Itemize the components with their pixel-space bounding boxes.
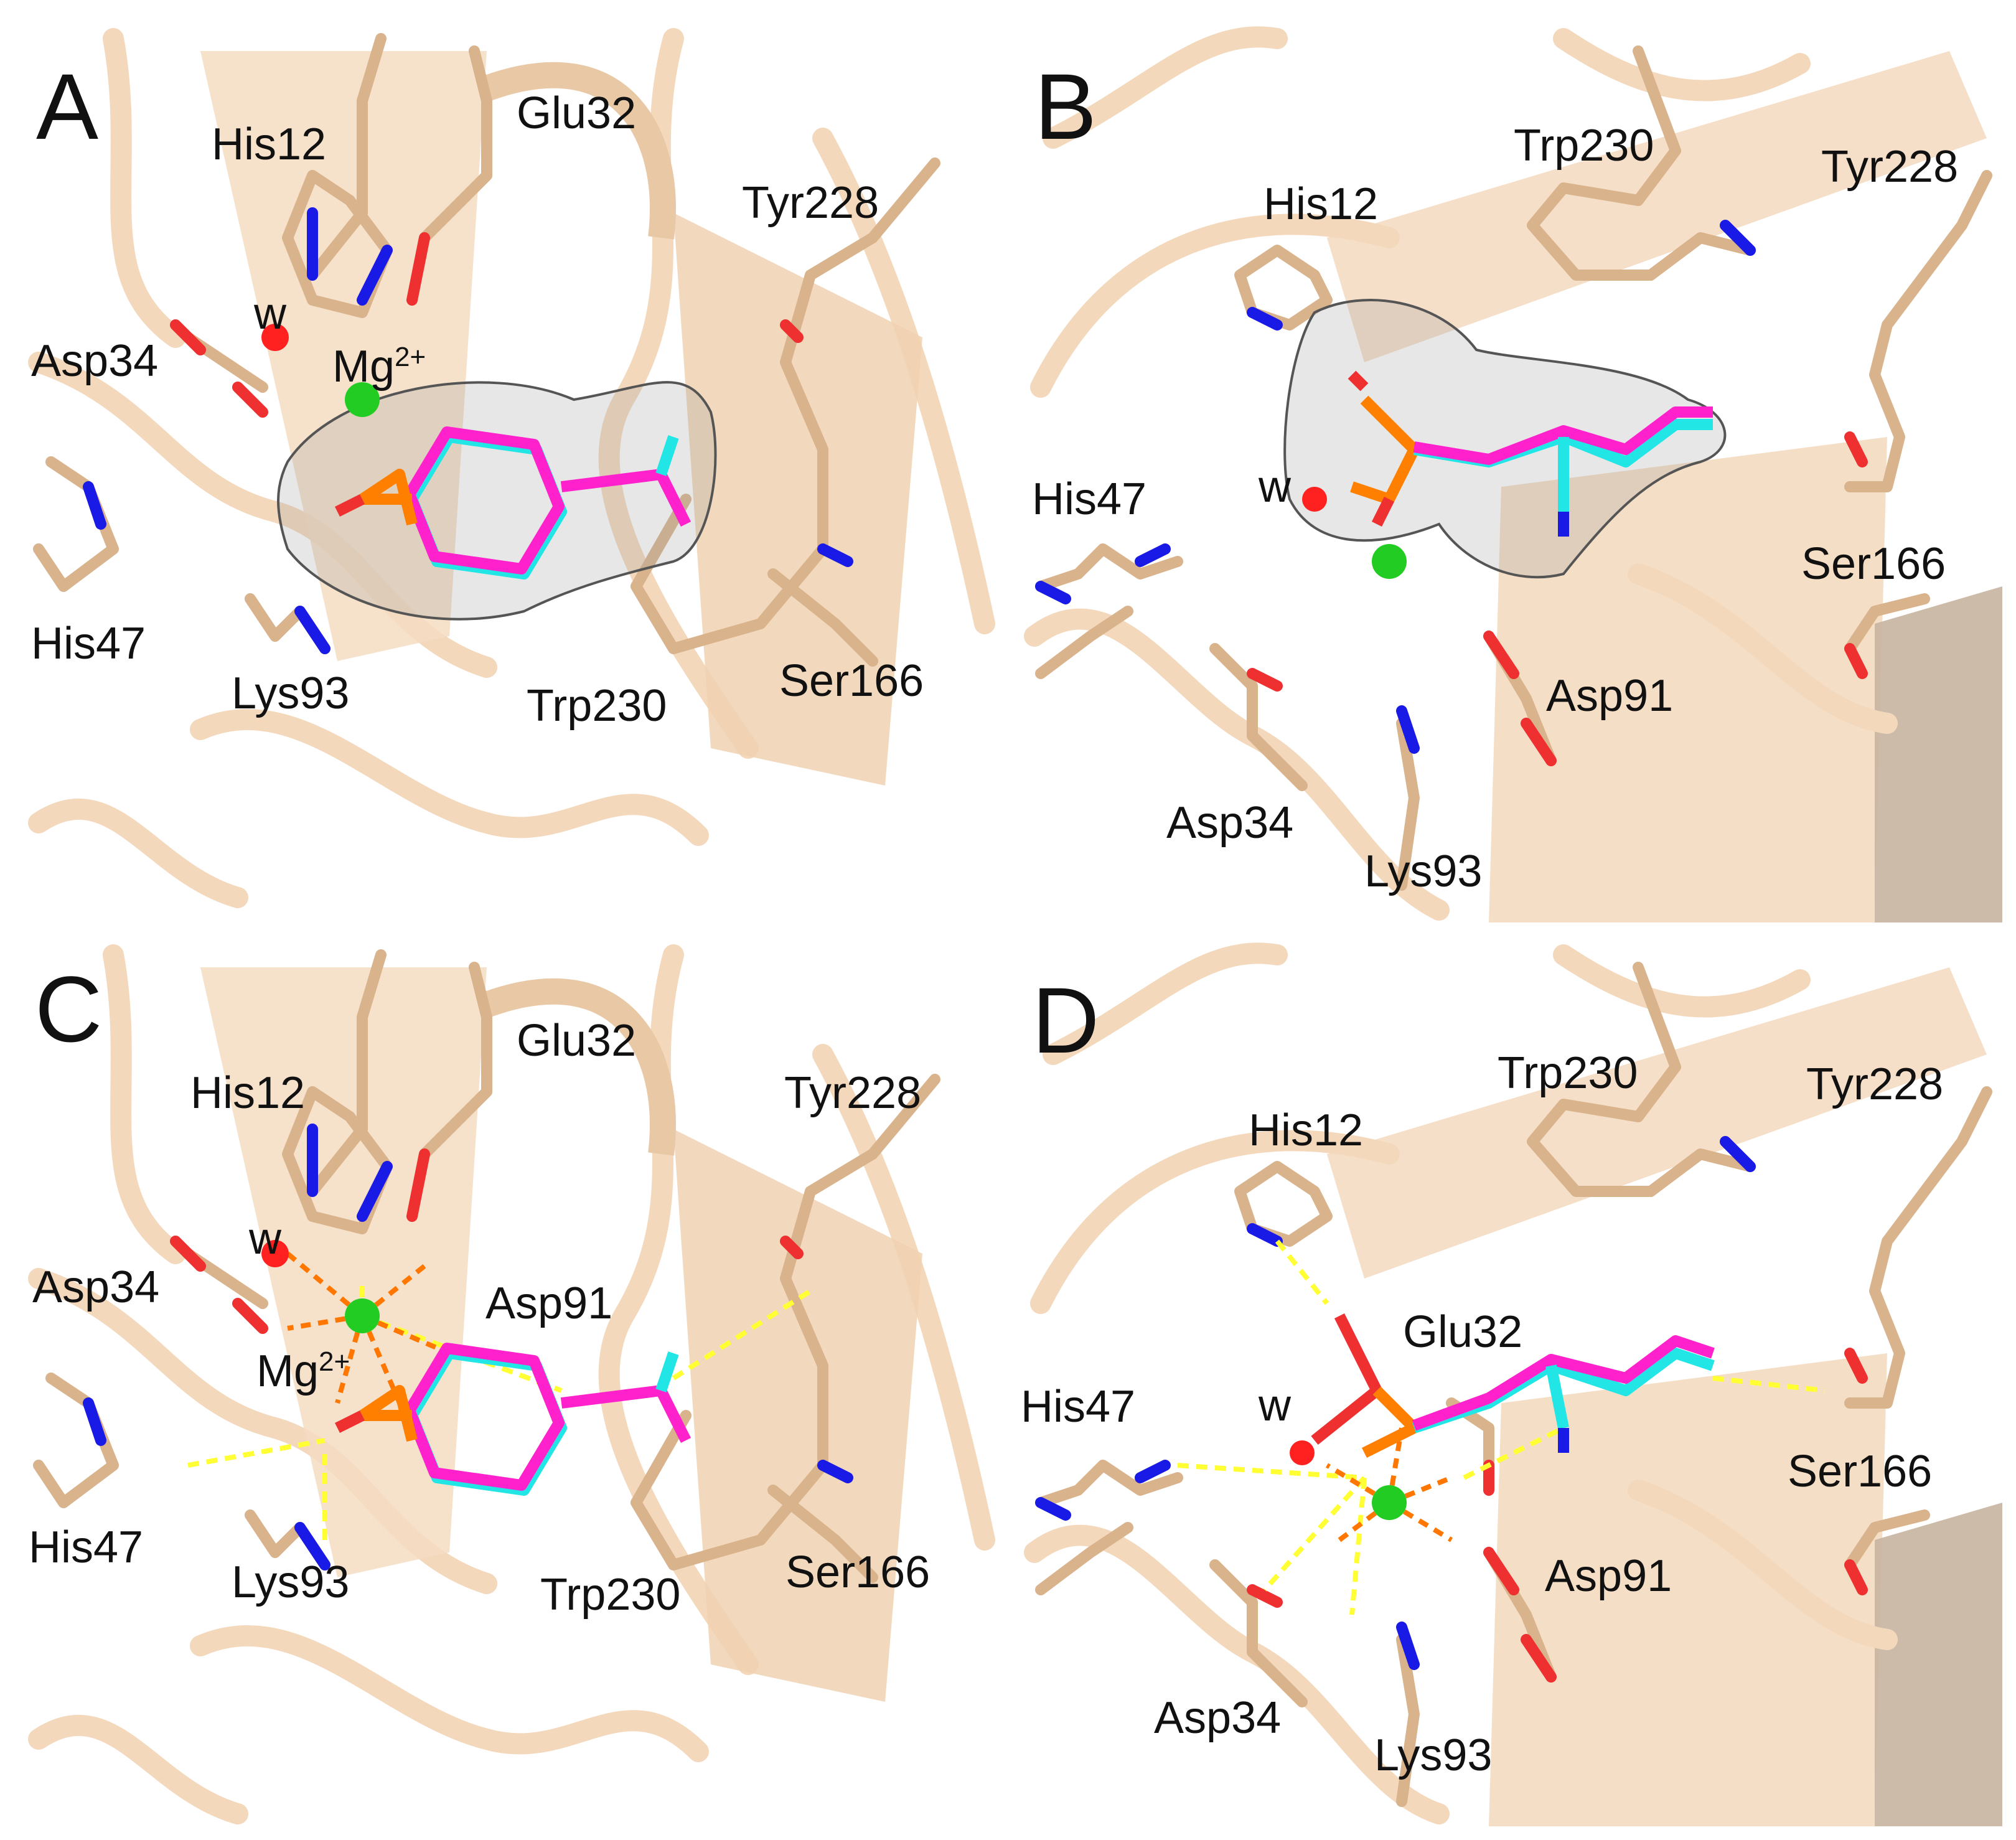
label-asp34: Asp34: [1166, 798, 1294, 848]
beta-sheet-d3: [1875, 1503, 2002, 1826]
ligand-a: [334, 426, 692, 580]
label-glu32: Glu32: [517, 1016, 637, 1066]
heteroatoms-b: [1035, 220, 1868, 766]
protein-structure-d: [1024, 942, 2002, 1826]
hbonds-d: [1177, 1239, 1826, 1615]
label-lys93: Lys93: [1364, 847, 1483, 896]
label-lys93: Lys93: [232, 1557, 350, 1607]
beta-sheet-d1: [1327, 967, 1987, 1279]
panel-b: B Trp230 Tyr228 His12 His47 w Ser166 Asp…: [1016, 14, 2002, 922]
label-mg: Mg2+: [332, 342, 426, 392]
mg-symbol: Mg: [332, 342, 395, 392]
water-a: [261, 324, 289, 351]
panel-letter-c: C: [35, 957, 103, 1061]
label-tyr228: Tyr228: [742, 178, 879, 228]
label-asp91: Asp91: [485, 1279, 613, 1328]
panel-letter-a: A: [36, 54, 99, 159]
label-his47: His47: [1032, 474, 1147, 524]
heteroatoms-d: [1035, 1136, 1868, 1683]
label-his47: His47: [1021, 1382, 1136, 1432]
density-mesh-a: [277, 381, 717, 621]
label-trp230: Trp230: [540, 1570, 681, 1620]
panel-c: C Glu32 His12 Tyr228 w Asp34 Asp91 Mg2+ …: [14, 930, 997, 1826]
beta-sheet-c: [200, 967, 487, 1577]
ligand-d: [1311, 1313, 1715, 1458]
label-his12: His12: [1249, 1105, 1364, 1155]
heteroatoms-a: [83, 207, 853, 654]
beta-sheet-b2: [1489, 437, 1887, 922]
label-his12: His12: [212, 120, 327, 169]
label-asp91: Asp91: [1545, 1551, 1672, 1601]
coordination-d: [1325, 1427, 1453, 1542]
magnesium-ion-a: [345, 382, 380, 417]
ligand-c: [334, 1343, 692, 1496]
label-water: w: [1259, 462, 1291, 512]
label-glu32: Glu32: [1403, 1307, 1523, 1357]
label-trp230: Trp230: [1498, 1048, 1638, 1098]
protein-structure-c: [28, 944, 995, 1824]
label-trp230: Trp230: [527, 681, 667, 731]
label-ser166: Ser166: [779, 656, 924, 706]
label-ser166: Ser166: [785, 1547, 931, 1597]
beta-sheet-d2: [1489, 1353, 1887, 1826]
label-tyr228: Tyr228: [1806, 1059, 1944, 1109]
label-asp91: Asp91: [1546, 671, 1674, 721]
label-asp34: Asp34: [1154, 1693, 1282, 1743]
label-lys93: Lys93: [232, 669, 350, 718]
label-water: w: [254, 289, 286, 339]
water-c: [261, 1240, 289, 1267]
label-his12: His12: [1264, 179, 1379, 229]
water-d: [1290, 1440, 1315, 1465]
label-his47: His47: [29, 1523, 144, 1572]
label-his47: His47: [31, 619, 146, 669]
beta-sheet-b1: [1327, 51, 1987, 362]
density-mesh-b: [1283, 299, 1727, 579]
label-ser166: Ser166: [1801, 539, 1946, 589]
label-mg: Mg2+: [256, 1348, 350, 1394]
label-lys93: Lys93: [1374, 1730, 1493, 1780]
label-water: w: [249, 1214, 281, 1264]
protein-structure-a: [28, 28, 995, 908]
label-tyr228: Tyr228: [1821, 142, 1959, 192]
protein-structure-b: [1024, 26, 2002, 922]
panel-letter-d: D: [1032, 968, 1100, 1073]
mg-charge: 2+: [319, 1346, 350, 1377]
panel-letter-b: B: [1034, 54, 1097, 159]
label-ser166: Ser166: [1788, 1447, 1933, 1496]
label-asp34: Asp34: [31, 336, 159, 386]
panel-d: D Trp230 Tyr228 His12 Glu32 w His47 Ser1…: [1016, 930, 2002, 1826]
label-asp34: Asp34: [32, 1262, 160, 1312]
mg-charge: 2+: [395, 342, 426, 372]
mg-symbol: Mg: [256, 1346, 319, 1396]
label-tyr228: Tyr228: [784, 1068, 922, 1118]
heteroatoms-c: [83, 1124, 853, 1570]
beta-sheet-b3: [1875, 586, 2002, 922]
panel-a: A His12 Glu32 Tyr228 w Asp34 Mg2+ His47 …: [14, 14, 997, 922]
label-trp230: Trp230: [1514, 121, 1654, 171]
water-b: [1302, 487, 1327, 512]
label-his12: His12: [190, 1068, 306, 1118]
magnesium-ion-c: [345, 1298, 380, 1333]
magnesium-ion-b: [1372, 544, 1407, 579]
ribbon-turn-c: [482, 978, 676, 1156]
label-water: w: [1259, 1381, 1291, 1430]
ribbon-turn-a: [482, 62, 676, 240]
label-glu32: Glu32: [517, 88, 637, 138]
ligand-b: [1348, 370, 1713, 537]
magnesium-ion-d: [1372, 1485, 1407, 1520]
